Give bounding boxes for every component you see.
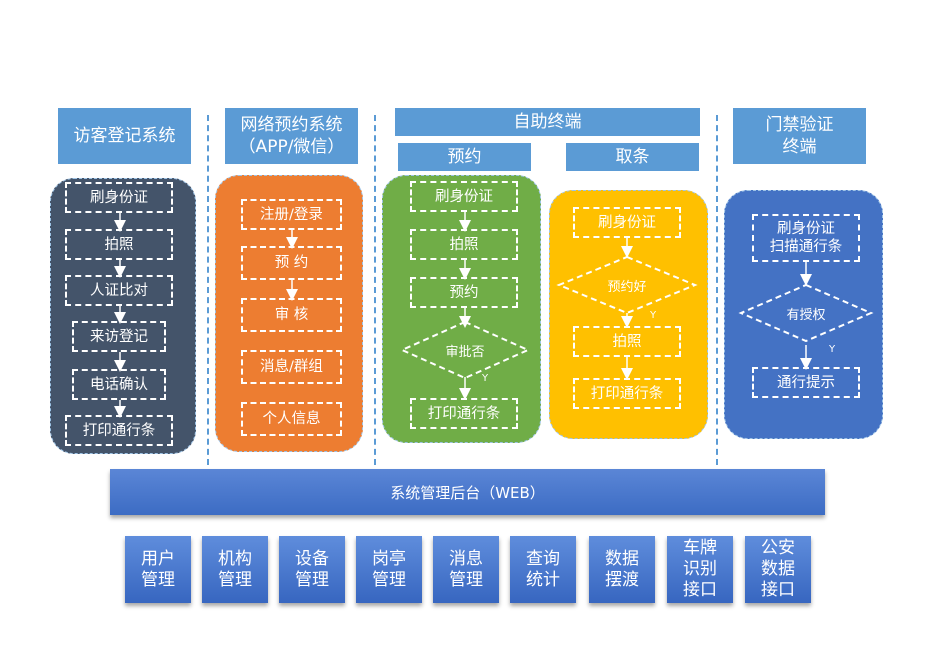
access-step: 通行提示 — [752, 367, 860, 398]
column-separator — [207, 115, 209, 465]
module-query-statistics: 查询 统计 — [510, 536, 576, 603]
pickup-step: 打印通行条 — [573, 378, 681, 409]
reservation-decision-label: 预约好 — [607, 279, 647, 295]
approval-decision-diamond — [399, 320, 531, 380]
visitor-step: 拍照 — [65, 229, 173, 260]
reserve-subheader: 预约 — [398, 143, 531, 171]
column-separator — [716, 115, 718, 465]
approval-yes-label: Y — [482, 373, 489, 384]
module-org-management: 机构 管理 — [202, 536, 268, 603]
reserve-step: 预约 — [410, 277, 518, 308]
network-flow-panel — [215, 175, 363, 452]
column-separator — [374, 115, 376, 465]
reserve-step: 刷身份证 — [410, 181, 518, 212]
access-terminal-header: 门禁验证 终端 — [733, 108, 866, 164]
authorization-decision-label: 有授权 — [786, 307, 826, 323]
approval-decision-label: 审批否 — [445, 344, 485, 360]
network-reservation-header: 网络预约系统 （APP/微信） — [225, 108, 358, 164]
network-step: 消息/群组 — [241, 350, 342, 384]
network-step: 注册/登录 — [241, 199, 342, 230]
pickup-subheader: 取条 — [566, 143, 699, 171]
reserve-step: 打印通行条 — [410, 398, 518, 429]
network-step: 预 约 — [241, 246, 342, 280]
module-data-ferry: 数据 摆渡 — [589, 536, 655, 603]
reserve-step: 拍照 — [410, 229, 518, 260]
visitor-step: 来访登记 — [72, 321, 166, 352]
module-user-management: 用户 管理 — [125, 536, 191, 603]
reservation-decision-diamond — [556, 255, 698, 315]
module-police-data-api: 公安 数据 接口 — [745, 536, 811, 603]
access-step: 刷身份证 扫描通行条 — [752, 214, 860, 262]
module-device-management: 设备 管理 — [279, 536, 345, 603]
backend-management-bar: 系统管理后台（WEB） — [110, 469, 825, 515]
module-booth-management: 岗亭 管理 — [356, 536, 422, 603]
module-message-management: 消息 管理 — [433, 536, 499, 603]
module-plate-recognition-api: 车牌 识别 接口 — [667, 536, 733, 603]
visitor-step: 人证比对 — [65, 275, 173, 306]
reservation-yes-label: Y — [650, 310, 657, 321]
visitor-step: 打印通行条 — [65, 415, 173, 446]
authorization-decision-diamond — [738, 283, 874, 343]
pickup-step: 拍照 — [573, 326, 681, 357]
network-step: 个人信息 — [241, 402, 342, 436]
visitor-step: 电话确认 — [72, 369, 166, 400]
pickup-flow-panel — [549, 190, 708, 439]
pickup-step: 刷身份证 — [573, 207, 681, 238]
visitor-system-header: 访客登记系统 — [58, 108, 191, 164]
visitor-step: 刷身份证 — [65, 182, 173, 213]
self-service-terminal-header: 自助终端 — [395, 108, 700, 136]
authorization-yes-label: Y — [829, 344, 836, 355]
network-step: 审 核 — [241, 298, 342, 332]
